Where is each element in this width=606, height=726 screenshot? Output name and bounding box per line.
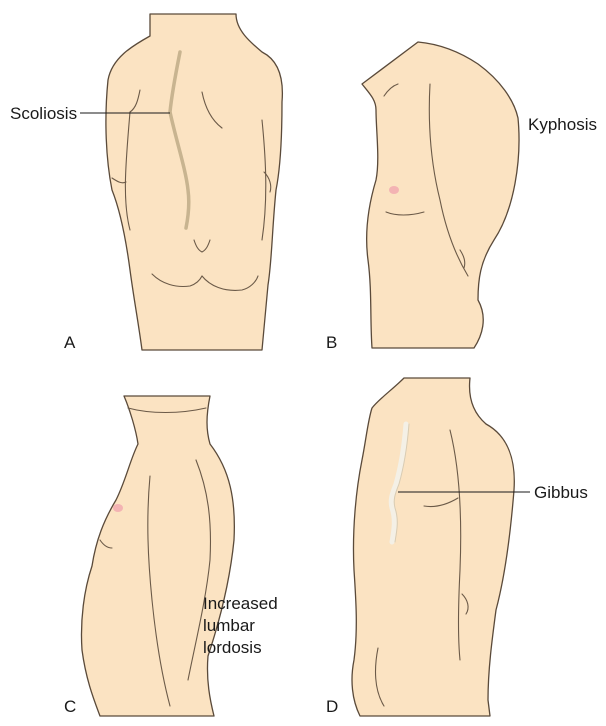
gibbus-label: Gibbus <box>534 483 588 502</box>
kyphosis-label: Kyphosis <box>528 115 597 134</box>
panel-a-gluteal-cleft <box>193 239 211 253</box>
panel-b-nipple <box>389 186 399 194</box>
panel-b-letter: B <box>326 333 337 352</box>
panel-c-neck-line <box>127 407 207 413</box>
panel-a-right-scapula <box>201 91 223 129</box>
panel-a-left-scapula <box>129 89 141 113</box>
panel-b: Kyphosis B <box>326 41 597 352</box>
panel-d-elbow <box>461 593 469 615</box>
scoliosis-label: Scoliosis <box>10 104 77 123</box>
panel-a-left-elbow <box>111 177 127 184</box>
panel-d-buttock-fold <box>374 647 385 707</box>
panel-c: Increased lumbar lordosis C <box>64 395 278 717</box>
panel-c-nipple <box>113 504 123 512</box>
panel-d-scapula <box>423 497 459 508</box>
panel-c-body <box>80 395 235 717</box>
panel-b-body <box>361 41 520 349</box>
panel-a-letter: A <box>64 333 76 352</box>
panel-d-letter: D <box>326 697 338 716</box>
panel-c-letter: C <box>64 697 76 716</box>
lordosis-label-line-1: Increased <box>203 594 278 613</box>
panel-b-neck-line <box>383 83 399 97</box>
panel-d-body <box>351 377 515 717</box>
panel-b-chest-fold <box>385 211 425 216</box>
panel-a-left-arm-line <box>124 111 131 231</box>
panel-a: Scoliosis A <box>10 13 284 352</box>
panel-d: Gibbus D <box>326 377 588 717</box>
panel-a-right-elbow <box>263 171 272 193</box>
lordosis-label-line-3: lordosis <box>203 638 262 657</box>
panel-b-elbow <box>459 249 466 269</box>
panel-c-abdomen-fold <box>99 539 113 549</box>
panel-a-buttock-right <box>201 275 259 291</box>
panel-d-gibbus-spine <box>388 421 409 545</box>
panel-d-arm-line <box>449 429 462 661</box>
panel-d-gibbus-spine-edge <box>393 423 410 543</box>
panel-c-back-arm-line <box>187 459 212 681</box>
panel-a-body <box>105 13 284 351</box>
panel-b-arm-line <box>428 83 469 277</box>
panel-a-right-arm-line <box>261 119 267 241</box>
lordosis-label-line-2: lumbar <box>203 616 255 635</box>
panel-a-scoliotic-spine <box>168 50 191 230</box>
panel-a-buttock-left <box>151 273 203 288</box>
panel-c-arm-line <box>147 475 171 707</box>
